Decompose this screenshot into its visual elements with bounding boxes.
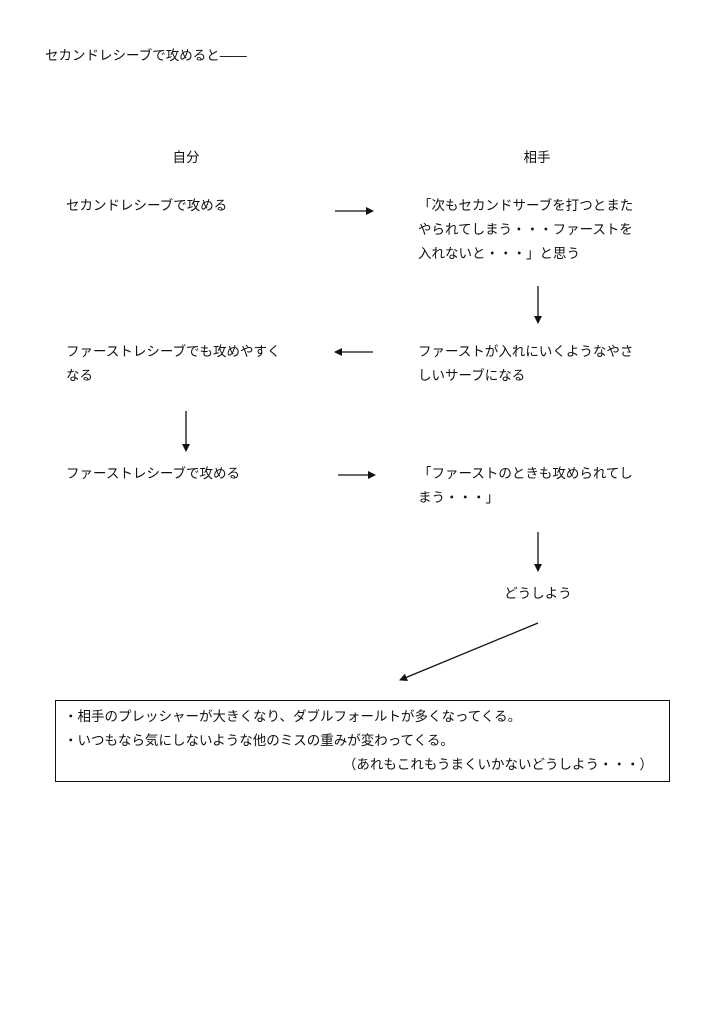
conclusion-line-2: ・いつもなら気にしないような他のミスの重みが変わってくる。 xyxy=(64,733,454,749)
arrow-diagonal xyxy=(399,622,539,682)
text-line: しいサーブになる xyxy=(418,368,526,384)
text-line: まう・・・」 xyxy=(418,490,499,506)
opponent-step-1: 「次もセカンドサーブを打つとまた やられてしまう・・・ファーストを 入れないと・… xyxy=(418,194,633,266)
text-line: ファーストが入れにいくようなやさ xyxy=(418,344,634,360)
conclusion-box: ・相手のプレッシャーが大きくなり、ダブルフォールトが多くなってくる。 ・いつもな… xyxy=(55,700,670,782)
text-line: なる xyxy=(66,368,93,384)
page-title: セカンドレシーブで攻めると―― xyxy=(45,48,247,64)
column-header-self: 自分 xyxy=(172,150,200,166)
conclusion-line-1: ・相手のプレッシャーが大きくなり、ダブルフォールトが多くなってくる。 xyxy=(64,709,522,725)
column-header-opponent: 相手 xyxy=(523,150,551,166)
opponent-step-3: 「ファーストのときも攻められてし まう・・・」 xyxy=(418,462,633,510)
text-line: 入れないと・・・」と思う xyxy=(418,246,580,262)
text-line: ファーストレシーブでも攻めやすく xyxy=(66,344,281,360)
conclusion-note: （あれもこれもうまくいかないどうしよう・・・） xyxy=(342,757,653,773)
self-step-2: ファーストレシーブでも攻めやすく なる xyxy=(66,340,281,388)
text-line: 「ファーストのときも攻められてし xyxy=(418,466,633,482)
self-step-1: セカンドレシーブで攻める xyxy=(66,198,228,214)
self-step-3: ファーストレシーブで攻める xyxy=(66,466,241,482)
text-line: やられてしまう・・・ファーストを xyxy=(418,222,633,238)
opponent-step-2: ファーストが入れにいくようなやさ しいサーブになる xyxy=(418,340,633,388)
text-line: 「次もセカンドサーブを打つとまた xyxy=(418,198,634,214)
opponent-step-4: どうしよう xyxy=(504,586,572,602)
